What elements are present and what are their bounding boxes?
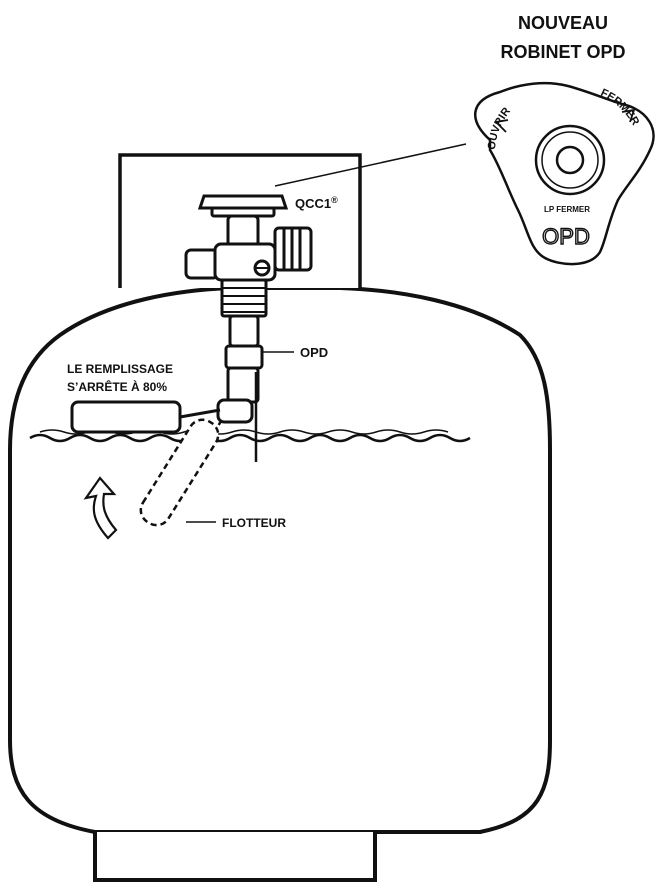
label-fill-line-2: S’ARRÊTE À 80% <box>67 379 167 394</box>
tank-base <box>93 832 377 882</box>
label-fill-line-1: LE REMPLISSAGE <box>67 362 173 376</box>
opd-handwheel-detail: OUVRIR FERMER LP FERMER OPD <box>474 81 655 266</box>
label-qcc1: QCC1® <box>295 195 338 211</box>
float-motion-arrow <box>83 476 118 540</box>
handwheel-brand-label: OPD <box>542 224 590 249</box>
handwheel-center <box>555 145 585 175</box>
handwheel-inner-ring <box>541 131 599 189</box>
liquid-level-line <box>29 433 471 443</box>
valve-handwheel <box>197 194 289 210</box>
label-opd: OPD <box>300 345 328 360</box>
float-dashed <box>139 418 224 527</box>
valve-assembly <box>184 194 313 424</box>
handwheel-open-arrow-icon <box>494 119 509 133</box>
title-line-2: ROBINET OPD <box>500 42 625 62</box>
float-horizontal <box>70 400 221 434</box>
handwheel-lp-close-label: LP FERMER <box>544 205 590 214</box>
title-line-1: NOUVEAU <box>518 13 608 33</box>
label-flotteur: FLOTTEUR <box>222 516 286 530</box>
leader-handwheel <box>274 143 467 187</box>
handwheel-close-arrow-icon <box>621 108 636 123</box>
